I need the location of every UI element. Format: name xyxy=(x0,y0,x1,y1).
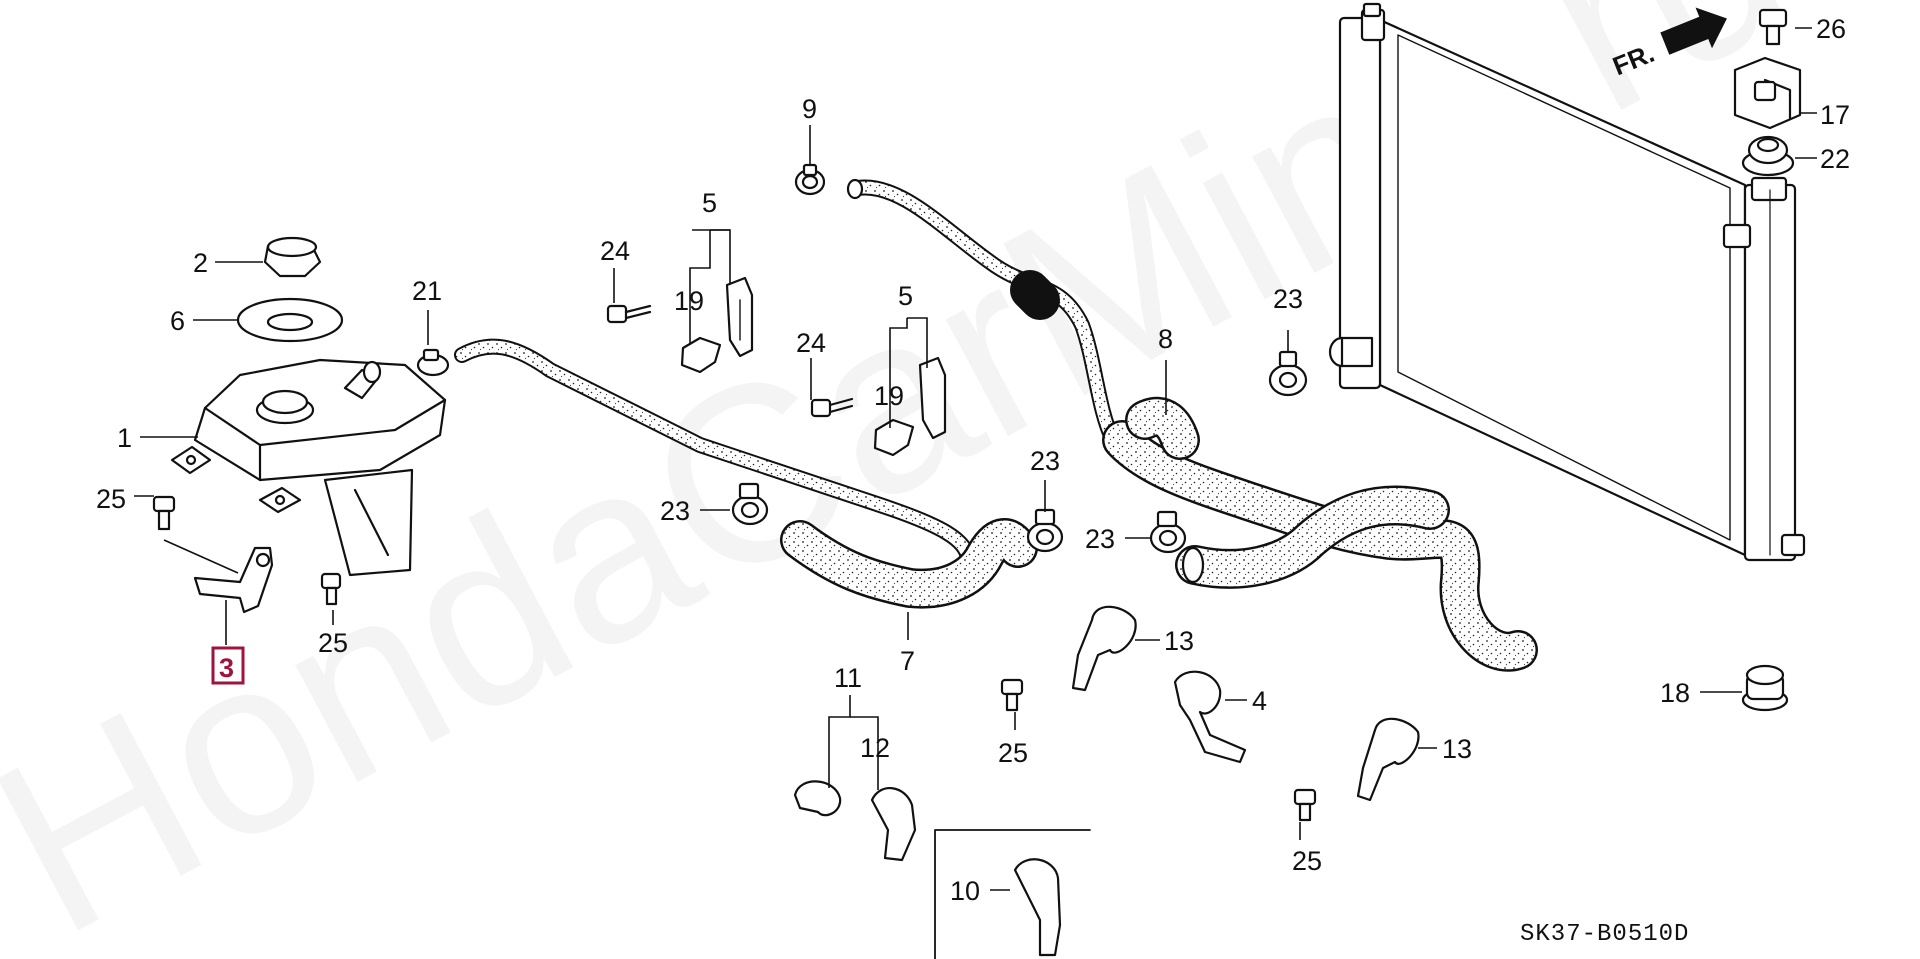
callout-label: 17 xyxy=(1820,100,1850,130)
cushion-icon xyxy=(1741,135,1795,177)
callout-label: 25 xyxy=(998,738,1028,768)
callout-label: 6 xyxy=(170,306,185,336)
callout-label: 23 xyxy=(1273,284,1303,314)
callout-label: 9 xyxy=(802,94,817,124)
callout-label: 23 xyxy=(660,496,690,526)
hose-bracket-icon xyxy=(918,356,947,440)
bolt-icon xyxy=(152,495,176,531)
callout-label: 26 xyxy=(1816,14,1846,44)
bolt-icon xyxy=(320,572,342,606)
hose-clamp-icon xyxy=(1268,350,1308,397)
callout-label: 11 xyxy=(834,663,862,693)
callout-label: 5 xyxy=(898,281,913,311)
hose-bracket-icon xyxy=(1173,670,1247,764)
reservoir-cap-icon xyxy=(263,236,322,278)
radiator-assembly xyxy=(1328,2,1806,562)
callout-label: 8 xyxy=(1158,324,1173,354)
gasket-icon xyxy=(236,297,344,343)
hose-clamp-icon xyxy=(1149,510,1187,554)
callout-label: 25 xyxy=(318,628,348,658)
hose-clip-icon xyxy=(870,787,917,862)
callout-label: 22 xyxy=(1820,144,1850,174)
callout-label: 10 xyxy=(950,876,980,906)
diagram-code: SK37-B0510D xyxy=(1520,921,1689,948)
callout-label: 21 xyxy=(412,276,442,306)
callout-label: 24 xyxy=(796,328,826,358)
bolt-icon xyxy=(606,304,652,324)
callout-label: 2 xyxy=(193,248,208,278)
callout-label: 13 xyxy=(1442,734,1472,764)
callout-label: 24 xyxy=(600,236,630,266)
hose-clip-icon xyxy=(873,418,915,457)
highlight-box xyxy=(211,646,245,685)
highlighted-callout-label: 3 xyxy=(219,653,234,683)
hose-clamp-icon xyxy=(1026,508,1064,553)
callout-label: 7 xyxy=(900,646,915,676)
callout-label: 5 xyxy=(702,188,717,218)
callout-label: 25 xyxy=(1292,846,1322,876)
leader-lines xyxy=(134,27,1817,891)
hose-clip-icon xyxy=(793,780,842,817)
reservoir-tank xyxy=(170,358,447,577)
bolt-icon xyxy=(1758,8,1788,46)
bolt-icon xyxy=(1000,678,1024,712)
hose-bracket-icon xyxy=(725,276,754,358)
hose-clamp-icon xyxy=(416,348,450,377)
callout-label: 25 xyxy=(96,484,126,514)
mount-bracket-icon xyxy=(1733,56,1802,130)
hose-clamp-icon xyxy=(731,482,769,526)
hose-clip-icon xyxy=(1356,717,1420,802)
lower-cushion-icon xyxy=(1741,664,1789,712)
callout-label: 19 xyxy=(874,381,904,411)
callout-label: 12 xyxy=(860,733,890,763)
hose-clip-icon xyxy=(680,336,722,374)
callout-label: 23 xyxy=(1030,446,1060,476)
inset-frame xyxy=(934,829,1091,959)
callout-labels: 1 2 6 25 3 25 21 9 5 24 19 5 24 19 23 7 … xyxy=(96,14,1850,906)
callout-label: 1 xyxy=(117,423,132,453)
bolt-icon xyxy=(1293,788,1317,822)
callout-label: 13 xyxy=(1164,626,1194,656)
bolt-icon xyxy=(810,397,854,418)
callout-label: 23 xyxy=(1085,524,1115,554)
callout-label: 19 xyxy=(674,286,704,316)
callout-label: 4 xyxy=(1252,686,1267,716)
callout-label: 18 xyxy=(1660,678,1690,708)
hose-clip-icon xyxy=(1071,605,1137,692)
hose-clamp-icon xyxy=(794,163,826,196)
stay-bracket-icon xyxy=(193,546,274,614)
